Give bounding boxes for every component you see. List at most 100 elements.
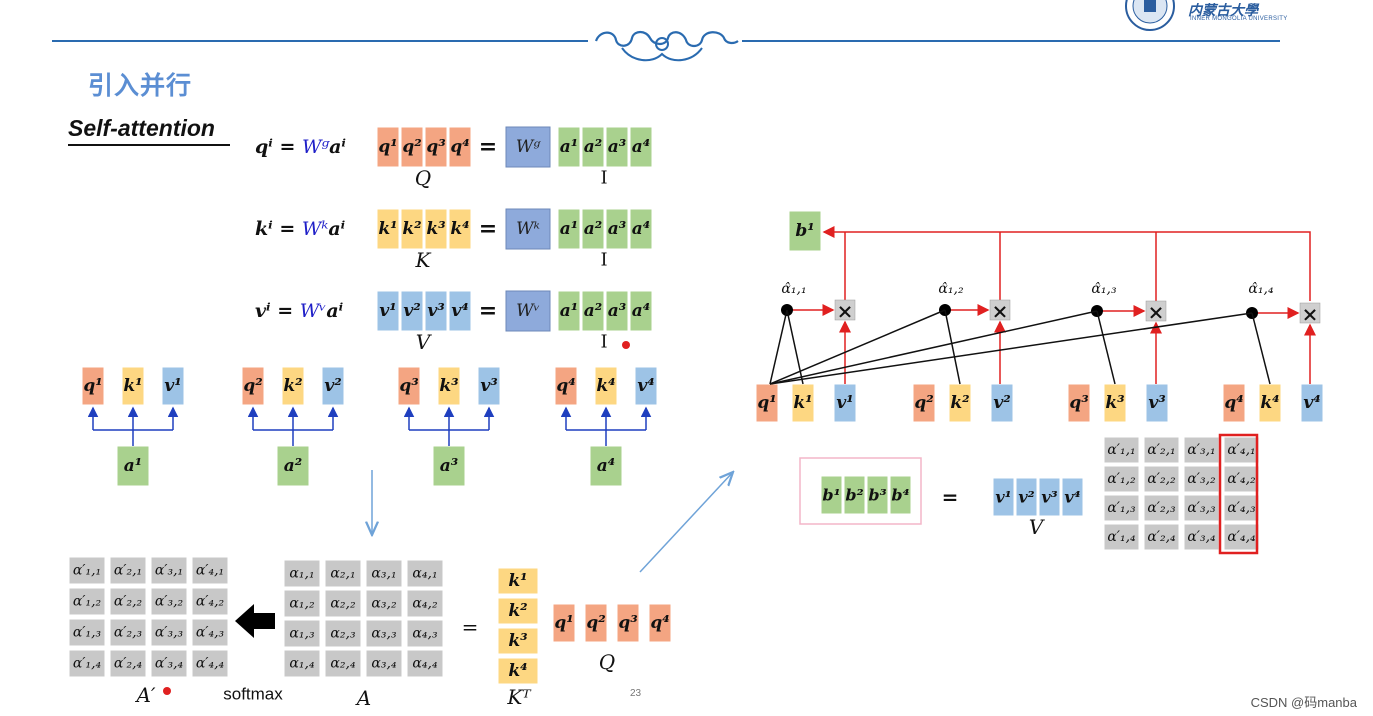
equals-sign: = — [479, 216, 497, 242]
a-prime-cell — [150, 587, 188, 616]
alpha-hat-label: α̂₁,₂ — [938, 281, 964, 297]
a-cell-label: α₄,₃ — [412, 626, 438, 642]
eq-v-cell-label: v² — [403, 301, 420, 321]
eq-k-cell-label: k¹ — [378, 219, 397, 239]
out-a-prime-cell-label: α′₂,₄ — [1147, 529, 1176, 545]
out-a-prime-cell — [1183, 465, 1220, 493]
eq-input-cell-label: a² — [584, 137, 602, 157]
token-v — [161, 366, 185, 406]
out-a-prime-cell — [1103, 465, 1140, 493]
eq-input-cell-label: a⁴ — [632, 301, 650, 321]
v-row-cell — [992, 477, 1015, 517]
eq-q-cell-label: q⁴ — [450, 137, 469, 157]
eq-k-cell — [448, 208, 472, 250]
kt-cell — [497, 657, 539, 685]
a-prime-cell — [191, 556, 229, 585]
multiply-symbol: × — [837, 299, 854, 323]
softmax-label: softmax — [223, 685, 283, 704]
a-prime-label: A′ — [135, 683, 156, 707]
slide-title: 引入并行 — [88, 71, 193, 100]
section-title: Self-attention — [68, 115, 215, 141]
a-prime-cell — [191, 618, 229, 647]
a-cell — [365, 619, 403, 648]
eq-k-cell — [424, 208, 448, 250]
a-cell-label: α₁,₁ — [289, 566, 314, 582]
key-line — [1251, 312, 1271, 385]
out-v-label: v¹ — [836, 393, 853, 413]
q-row-cell-label: q³ — [618, 613, 637, 633]
a-cell-label: α₃,₁ — [371, 566, 396, 582]
out-v — [1145, 383, 1169, 423]
pointer-dot — [163, 687, 171, 695]
a-cell — [365, 649, 403, 678]
token-q-label: q³ — [399, 376, 418, 396]
eq-input-label: I — [600, 168, 607, 189]
a-cell — [283, 619, 321, 648]
eq-input-cell-label: a² — [584, 301, 602, 321]
out-a-prime-cell-label: α′₃,₃ — [1187, 500, 1216, 516]
kt-cell — [497, 567, 539, 595]
eq-input-cell — [629, 126, 653, 168]
a-cell-label: α₁,₄ — [289, 656, 315, 672]
a-cell — [324, 589, 362, 618]
university-sub: INNER MONGOLIA UNIVERSITY — [1190, 16, 1288, 22]
column-highlight — [1218, 433, 1259, 555]
out-a-prime-cell — [1183, 494, 1220, 522]
q-row-cell — [584, 603, 608, 643]
out-v-label: v⁴ — [1303, 393, 1320, 413]
a-cell-label: α₄,₄ — [412, 656, 438, 672]
out-a-prime-cell-label: α′₂,₂ — [1147, 471, 1176, 487]
kt-cell-label: k⁴ — [508, 661, 527, 681]
out-k-label: k² — [950, 393, 969, 413]
token-k-label: k³ — [439, 376, 458, 396]
eq-input-cell-label: a³ — [608, 219, 626, 239]
a-cell — [283, 559, 321, 588]
a-prime-cell-label: α′₁,₃ — [73, 625, 102, 641]
eq-input-cell — [629, 208, 653, 250]
eq-input-cell — [581, 208, 605, 250]
eq-k-cell — [400, 208, 424, 250]
token-v — [634, 366, 658, 406]
a-prime-cell-label: α′₁,₄ — [73, 656, 102, 672]
token-v-label: v³ — [480, 376, 497, 396]
eq-input-cell — [605, 126, 629, 168]
a-prime-cell-label: α′₄,₁ — [196, 563, 224, 579]
a-prime-cell — [109, 649, 147, 678]
q-row-cell-label: q⁴ — [650, 613, 669, 633]
out-k-label: k⁴ — [1260, 393, 1279, 413]
eq-input-cell-label: a⁴ — [632, 137, 650, 157]
eq-input-cell — [557, 290, 581, 332]
out-v — [990, 383, 1014, 423]
equals-sign: = — [942, 485, 959, 509]
out-a-prime-cell-label: α′₄,₁ — [1227, 442, 1255, 458]
sum-line — [822, 226, 1311, 301]
out-a-prime-cell — [1143, 523, 1180, 551]
pointer-dot — [622, 341, 630, 349]
out-q — [1222, 383, 1246, 423]
b-row-cell — [843, 475, 866, 515]
output-highlight — [799, 457, 922, 525]
out-a-prime-cell — [1103, 436, 1140, 464]
kt-cell — [497, 597, 539, 625]
token-q-label: q¹ — [83, 376, 102, 396]
eq-v-cell-label: v³ — [427, 301, 444, 321]
a-cell-label: α₃,₂ — [371, 596, 397, 612]
eq-q-cell — [424, 126, 448, 168]
out-a-prime-cell-label: α′₁,₄ — [1107, 529, 1136, 545]
token-k — [594, 366, 618, 406]
out-a-prime-cell — [1143, 436, 1180, 464]
eq-k-cell-label: k⁴ — [450, 219, 469, 239]
a-cell-label: α₁,₂ — [289, 596, 315, 612]
b-row-cell — [820, 475, 843, 515]
a-cell-label: α₃,₄ — [371, 656, 397, 672]
weight-matrix — [505, 126, 551, 168]
token-v — [321, 366, 345, 406]
output-b1 — [788, 210, 822, 252]
out-q-label: q² — [914, 393, 933, 413]
token-q-label: q² — [243, 376, 262, 396]
weight-matrix — [505, 290, 551, 332]
out-a-prime-cell — [1103, 494, 1140, 522]
v-row-cell-label: v⁴ — [1064, 488, 1080, 507]
query-line — [769, 309, 946, 385]
token-a — [589, 445, 623, 487]
